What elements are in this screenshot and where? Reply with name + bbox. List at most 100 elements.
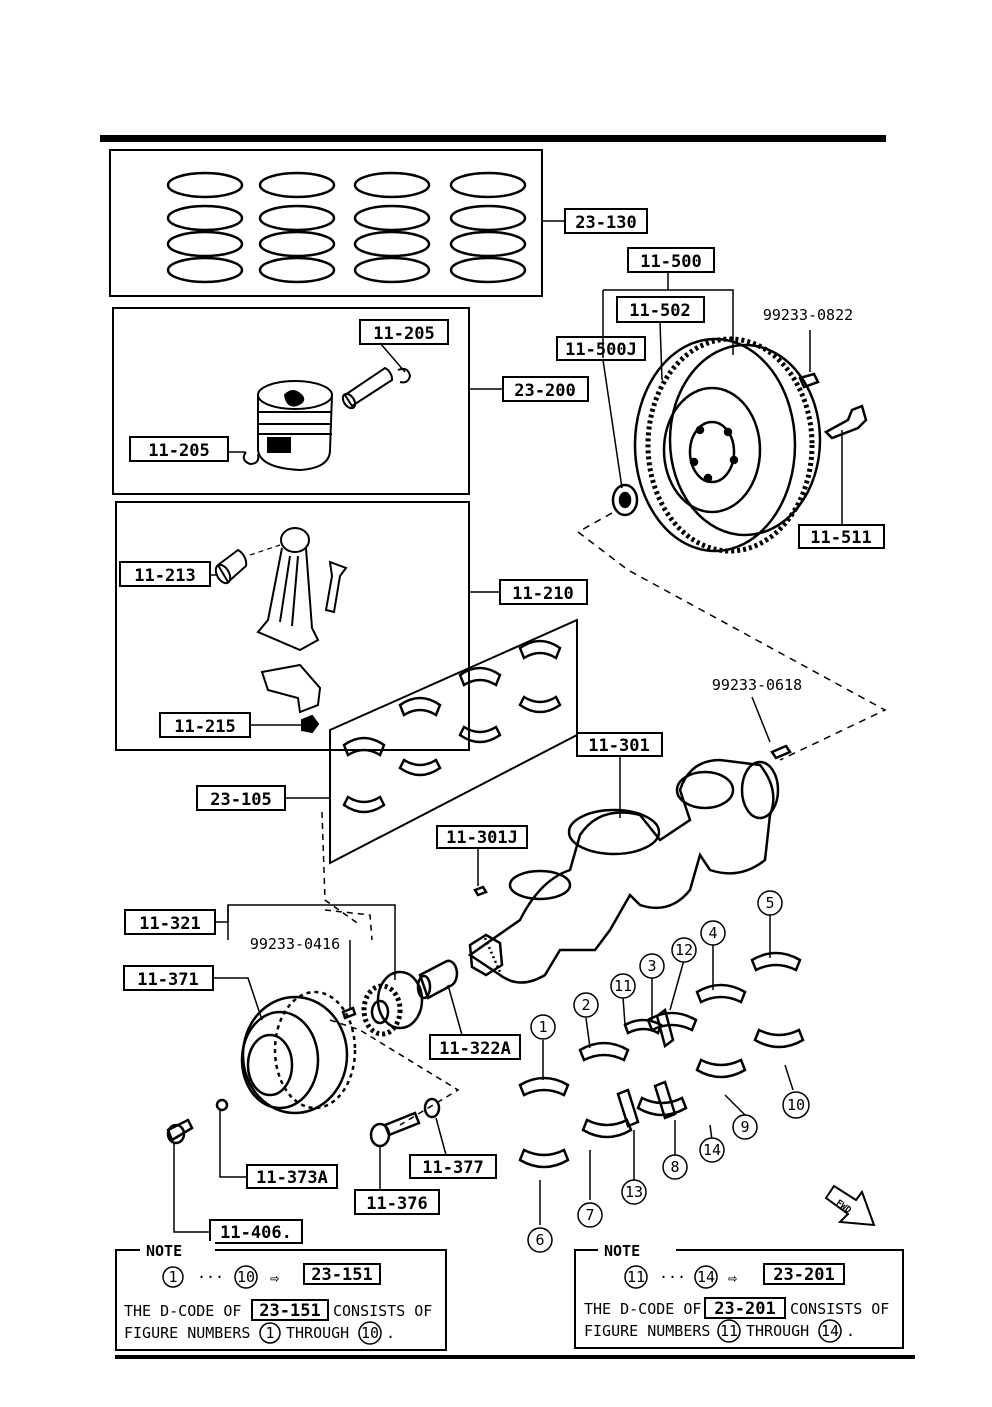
note-2-to: 14 bbox=[697, 1268, 715, 1286]
label-timing-pulley[interactable]: 11-321 bbox=[139, 914, 200, 934]
label-piston-assy[interactable]: 23-200 bbox=[514, 381, 575, 401]
note-1-line2-pre: FIGURE NUMBERS bbox=[124, 1324, 250, 1342]
note-2-dots: ··· bbox=[659, 1268, 686, 1286]
note-2-line2-pre: FIGURE NUMBERS bbox=[584, 1322, 710, 1340]
callout-12: 12 bbox=[671, 937, 697, 963]
con-rod-group bbox=[115, 501, 500, 751]
callout-13: 13 bbox=[621, 1179, 647, 1205]
label-piston-pin-clip-left[interactable]: 11-205 bbox=[148, 441, 209, 461]
piston-group bbox=[112, 307, 503, 495]
label-flywheel-bolt[interactable]: 11-511 bbox=[810, 528, 871, 548]
label-box-timing-pulley bbox=[124, 909, 216, 935]
label-box-flywheel-assy bbox=[627, 247, 715, 273]
note-2-line2-from-circle bbox=[717, 1319, 741, 1343]
callout-7-label: 7 bbox=[585, 1206, 594, 1224]
note-1-arrow: ⇨ bbox=[270, 1269, 279, 1287]
callout-9-label: 9 bbox=[740, 1118, 749, 1136]
label-rings-set[interactable]: 23-130 bbox=[575, 213, 636, 233]
note-2-inline-code[interactable]: 23-201 bbox=[714, 1299, 775, 1319]
label-box-washer-bolt bbox=[409, 1154, 497, 1179]
label-box-clip-top bbox=[359, 319, 449, 345]
callout-3: 3 bbox=[639, 953, 665, 979]
note-1-frame bbox=[115, 1249, 447, 1351]
callout-7: 7 bbox=[577, 1202, 603, 1228]
label-dowel-flywheel[interactable]: 99233-0822 bbox=[763, 306, 853, 324]
callout-1: 1 bbox=[530, 1014, 556, 1040]
note-1-line2-to: 10 bbox=[361, 1324, 379, 1342]
callout-11-label: 11 bbox=[614, 977, 632, 995]
label-con-rod-bushing[interactable]: 11-213 bbox=[134, 566, 195, 586]
label-washer-pulley[interactable]: 11-373A bbox=[256, 1168, 328, 1188]
label-pilot-bearing[interactable]: 11-500J bbox=[565, 340, 637, 360]
note-2-line2-to: 14 bbox=[821, 1322, 839, 1340]
flywheel-group bbox=[576, 272, 887, 761]
label-lock-bolt[interactable]: 11-406. bbox=[220, 1223, 292, 1243]
note-2-inline-code-box bbox=[704, 1297, 786, 1319]
label-crankshaft[interactable]: 11-301 bbox=[588, 736, 649, 756]
note-2-code-box bbox=[763, 1263, 845, 1285]
note-2-from-circle bbox=[624, 1265, 648, 1289]
note-1-line2-mid: THROUGH bbox=[286, 1324, 349, 1342]
callout-14-label: 14 bbox=[703, 1141, 721, 1159]
label-crank-key[interactable]: 11-301J bbox=[446, 828, 518, 848]
callout-5: 5 bbox=[757, 890, 783, 916]
callout-4-label: 4 bbox=[708, 924, 717, 942]
label-spacer[interactable]: 11-322A bbox=[439, 1039, 511, 1059]
crankshaft-group bbox=[467, 696, 792, 984]
label-box-spacer bbox=[429, 1034, 521, 1060]
note-1-inline-code[interactable]: 23-151 bbox=[259, 1301, 320, 1321]
label-washer-bolt[interactable]: 11-377 bbox=[422, 1158, 483, 1178]
callout-14: 14 bbox=[699, 1137, 725, 1163]
label-dowel-crank[interactable]: 99233-0618 bbox=[712, 676, 802, 694]
note-1-line1-pre: THE D-CODE OF bbox=[124, 1302, 241, 1320]
label-con-rod-assy[interactable]: 11-210 bbox=[512, 584, 573, 604]
ring-stack-3 bbox=[353, 171, 431, 284]
note-2-code[interactable]: 23-201 bbox=[773, 1265, 834, 1285]
note-2-line2-end: . bbox=[846, 1322, 855, 1340]
note-1-dots: ··· bbox=[197, 1268, 224, 1286]
note-2-title-bg bbox=[598, 1241, 676, 1259]
callout-2-label: 2 bbox=[581, 996, 590, 1014]
note-2-arrow: ⇨ bbox=[728, 1269, 737, 1287]
note-2-frame bbox=[574, 1249, 904, 1349]
label-box-flywheel-bolt bbox=[798, 524, 885, 549]
note-1-from: 1 bbox=[168, 1268, 177, 1286]
label-box-pulley-bolt bbox=[354, 1189, 440, 1215]
label-pulley-bolt[interactable]: 11-376 bbox=[366, 1194, 427, 1214]
label-crank-pulley[interactable]: 11-371 bbox=[137, 970, 198, 990]
bottom-rule bbox=[115, 1355, 915, 1359]
label-flywheel-assy[interactable]: 11-500 bbox=[640, 252, 701, 272]
note-1-from-circle bbox=[162, 1266, 184, 1288]
note-2-from: 11 bbox=[627, 1268, 645, 1286]
callout-2: 2 bbox=[573, 992, 599, 1018]
callout-3-label: 3 bbox=[647, 957, 656, 975]
ring-stack-2 bbox=[258, 171, 336, 284]
callout-6-label: 6 bbox=[535, 1231, 544, 1249]
label-piston-pin-clip-top[interactable]: 11-205 bbox=[373, 324, 434, 344]
callout-4: 4 bbox=[700, 920, 726, 946]
note-1-code[interactable]: 23-151 bbox=[311, 1265, 372, 1285]
label-box-con-rod bbox=[499, 579, 588, 605]
label-flywheel[interactable]: 11-502 bbox=[629, 301, 690, 321]
callout-12-label: 12 bbox=[675, 941, 693, 959]
label-box-crankshaft bbox=[576, 732, 663, 757]
label-con-rod-nut[interactable]: 11-215 bbox=[174, 717, 235, 737]
bearing-callouts: 1 2 3 4 5 6 7 8 9 10 11 12 13 14 bbox=[527, 890, 810, 1253]
ring-set-box bbox=[109, 149, 543, 297]
label-texts: 23-130 11-500 11-502 11-500J 99233-0822 … bbox=[134, 213, 871, 1243]
con-rod-bearing-group bbox=[285, 618, 578, 926]
label-con-rod-bearing-set[interactable]: 23-105 bbox=[210, 790, 271, 810]
note-2-line2-to-circle bbox=[818, 1319, 842, 1343]
note-1-line2-from-circle bbox=[259, 1322, 281, 1344]
note-2-line1-post: CONSISTS OF bbox=[790, 1300, 889, 1318]
note-1-line2-end: . bbox=[386, 1324, 395, 1342]
note-1-to: 10 bbox=[237, 1268, 255, 1286]
note-2-to-circle bbox=[694, 1265, 718, 1289]
label-key-pulley[interactable]: 99233-0416 bbox=[250, 935, 340, 953]
note-1-line1-post: CONSISTS OF bbox=[333, 1302, 432, 1320]
label-box-crank-pulley bbox=[123, 965, 214, 991]
callout-11: 11 bbox=[610, 973, 636, 999]
label-box-crank-key bbox=[436, 825, 528, 849]
